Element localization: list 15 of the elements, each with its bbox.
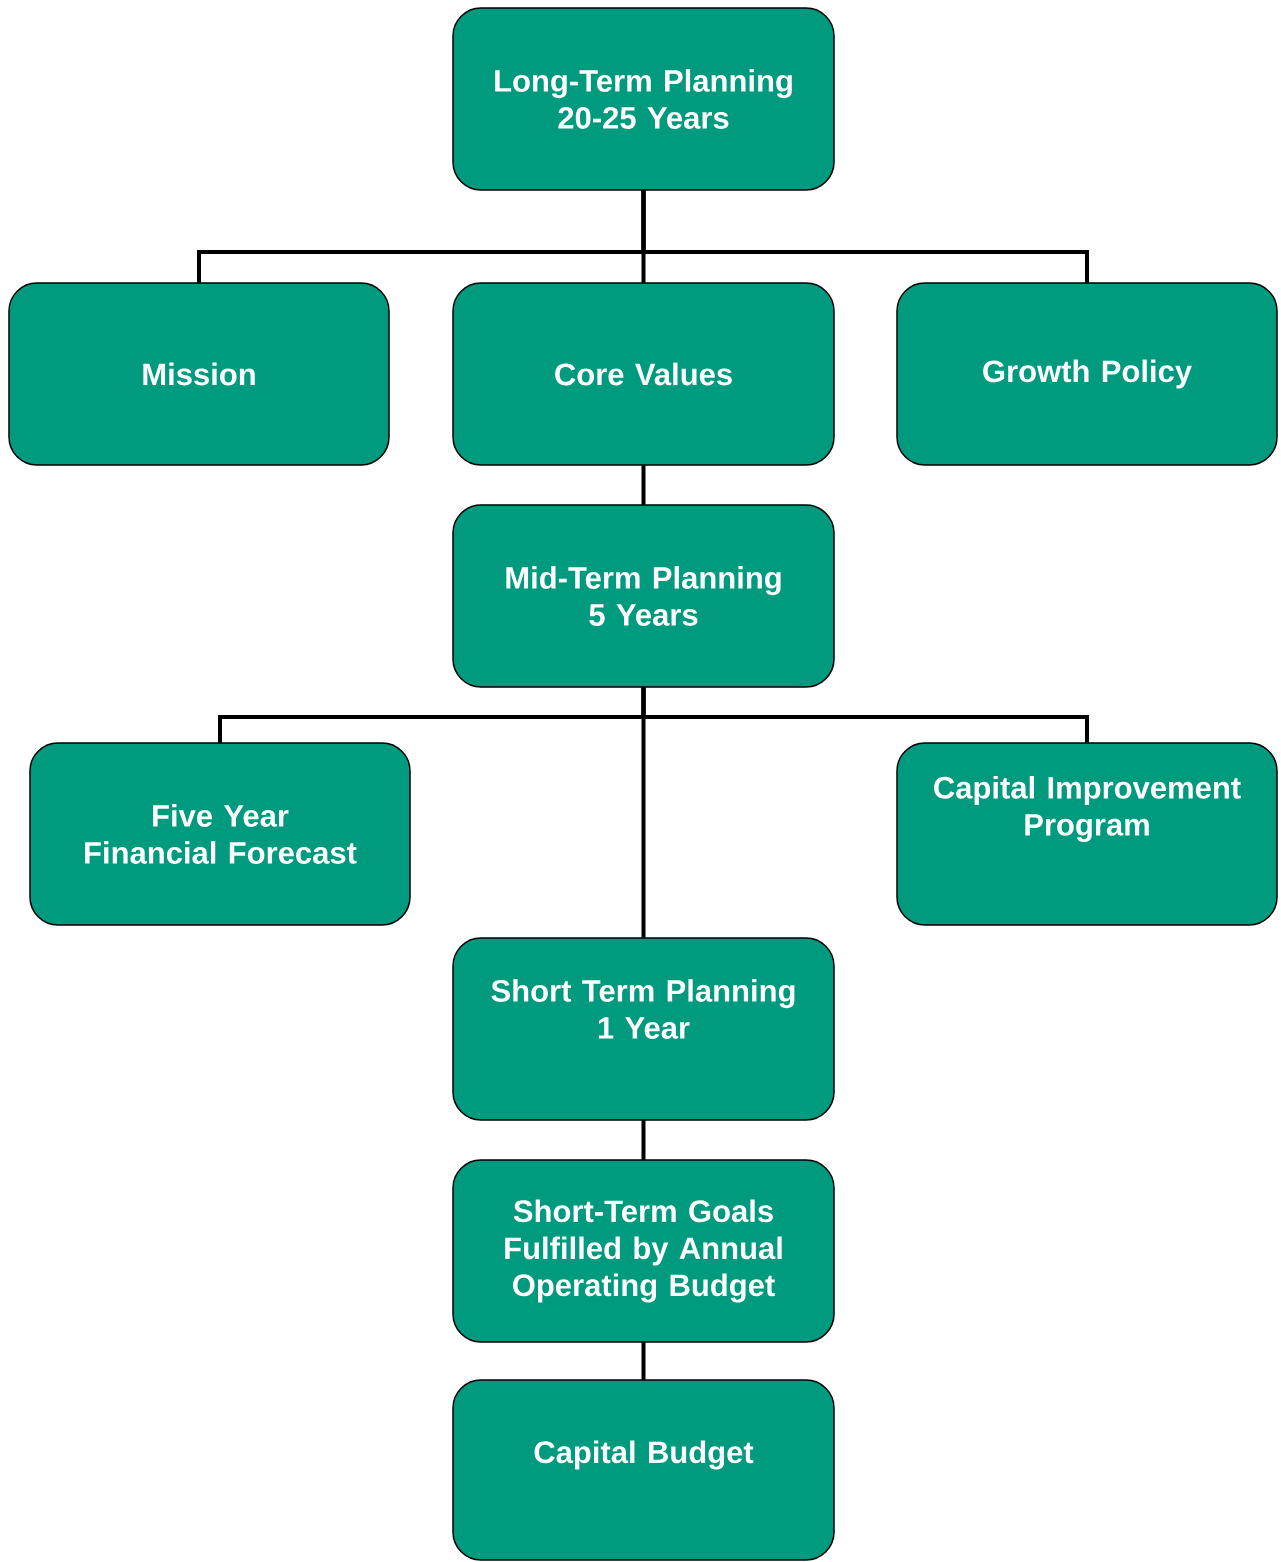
process-box: Long-Term Planning 20-25 Years (452, 7, 835, 191)
process-box: Five Year Financial Forecast (29, 742, 411, 926)
process-box: Short Term Planning 1 Year (452, 937, 835, 1121)
connector-line (641, 465, 646, 505)
connector-line (641, 687, 646, 938)
process-box: Mid-Term Planning 5 Years (452, 504, 835, 688)
process-box: Growth Policy (896, 282, 1278, 466)
connector-line (641, 190, 1089, 283)
process-box: Short-Term Goals Fulfilled by Annual Operating Budget (452, 1159, 835, 1343)
process-box: Mission (8, 282, 390, 466)
connector-line (641, 1342, 646, 1380)
process-box: Capital Improvement Program (896, 742, 1278, 926)
connector-line (641, 1120, 646, 1160)
process-box: Capital Budget (452, 1379, 835, 1561)
process-box: Core Values (452, 282, 835, 466)
